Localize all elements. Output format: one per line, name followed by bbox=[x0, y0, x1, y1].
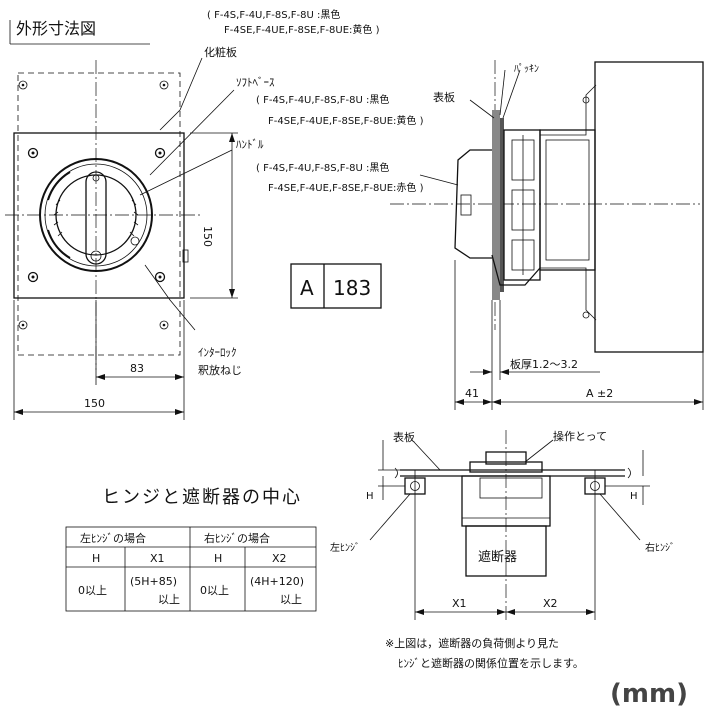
dim-width-150: 150 bbox=[84, 397, 105, 410]
svg-text:( F-4S,F-4U,F-8S,F-8U :黒色: ( F-4S,F-4U,F-8S,F-8U :黒色 bbox=[256, 93, 389, 106]
svg-text:ｲﾝﾀｰﾛｯｸ: ｲﾝﾀｰﾛｯｸ bbox=[198, 346, 237, 359]
side-view bbox=[390, 60, 704, 410]
table-cell-x1-suffix: 以上 bbox=[158, 593, 180, 606]
handle-label: ﾊﾝﾄﾞﾙ bbox=[236, 138, 264, 151]
depth-code-box: A 183 bbox=[290, 263, 382, 309]
svg-text:※上図は，遮断器の負荷側より見た: ※上図は，遮断器の負荷側より見た bbox=[385, 636, 559, 650]
front-view bbox=[5, 60, 238, 420]
table-header-left: 左ﾋﾝｼﾞの場合 bbox=[80, 531, 146, 545]
dim-depth-a: A ±2 bbox=[586, 387, 613, 400]
breaker-label: 遮断器 bbox=[478, 549, 517, 565]
cover-plate-label: 化粧板 bbox=[204, 45, 237, 59]
soft-base-label: ｿﾌﾄﾍﾞｰｽ bbox=[236, 76, 275, 89]
dim-h-left: H bbox=[366, 491, 374, 502]
svg-text:ﾋﾝｼﾞと遮断器の関係位置を示します。: ﾋﾝｼﾞと遮断器の関係位置を示します。 bbox=[398, 656, 584, 670]
section-title: ヒンジと遮断器の中心 bbox=[102, 487, 302, 508]
table-cell-x2-suffix: 以上 bbox=[280, 593, 302, 606]
left-hinge-label: 左ﾋﾝｼﾞ bbox=[330, 541, 360, 554]
svg-text:F-4SE,F-4UE,F-8SE,F-8UE:黄色 ): F-4SE,F-4UE,F-8SE,F-8UE:黄色 ) bbox=[268, 114, 424, 127]
dim-x2: X2 bbox=[543, 597, 558, 610]
table-cell-h-right: 0以上 bbox=[200, 584, 229, 597]
packing-label: ﾊﾟｯｷﾝ bbox=[514, 63, 539, 75]
table-header-right: 右ﾋﾝｼﾞの場合 bbox=[204, 531, 270, 545]
dim-depth-41: 41 bbox=[465, 387, 479, 400]
soft-base-color-note: ( F-4S,F-4U,F-8S,F-8U :黒色 F-4SE,F-4UE,F-… bbox=[256, 93, 424, 127]
front-plate-label: 表板 bbox=[433, 90, 455, 104]
dim-plate-thickness: 板厚1.2～3.2 bbox=[510, 357, 578, 371]
dim-offset-83: 83 bbox=[130, 362, 144, 375]
table-sub-h-right: H bbox=[214, 552, 222, 565]
table-cell-x1: (5H+85) bbox=[130, 575, 177, 588]
leader-lines-front bbox=[139, 57, 235, 331]
handle-color-note: ( F-4S,F-4U,F-8S,F-8U :黒色 F-4SE,F-4UE,F-… bbox=[256, 161, 424, 194]
interlock-label: ｲﾝﾀｰﾛｯｸ 釈放ねじ bbox=[198, 346, 242, 377]
svg-text:F-4SE,F-4UE,F-8SE,F-8UE:赤色 ): F-4SE,F-4UE,F-8SE,F-8UE:赤色 ) bbox=[268, 181, 424, 194]
svg-text:外形寸法図: 外形寸法図 bbox=[16, 19, 96, 38]
table-cell-x2: (4H+120) bbox=[250, 575, 304, 588]
table-sub-x2: X2 bbox=[272, 552, 287, 565]
knob-ribs bbox=[53, 199, 139, 237]
svg-text:F-4SE,F-4UE,F-8SE,F-8UE:黄色 ): F-4SE,F-4UE,F-8SE,F-8UE:黄色 ) bbox=[224, 23, 380, 36]
operate-handle-label: 操作とって bbox=[553, 429, 607, 443]
table-cell-h-left: 0以上 bbox=[78, 584, 107, 597]
table-sub-x1: X1 bbox=[150, 552, 165, 565]
svg-text:釈放ねじ: 釈放ねじ bbox=[198, 363, 242, 377]
drawing-title: 外形寸法図 bbox=[9, 19, 150, 45]
svg-text:A: A bbox=[300, 276, 314, 300]
screw-icon bbox=[18, 80, 169, 330]
position-note: ※上図は，遮断器の負荷側より見た ﾋﾝｼﾞと遮断器の関係位置を示します。 bbox=[385, 636, 584, 670]
dim-h-right: H bbox=[630, 491, 638, 502]
svg-text:( F-4S,F-4U,F-8S,F-8U :黒色: ( F-4S,F-4U,F-8S,F-8U :黒色 bbox=[207, 8, 340, 21]
dim-height-150: 150 bbox=[201, 226, 214, 247]
table-sub-h-left: H bbox=[92, 552, 100, 565]
cover-color-note: ( F-4S,F-4U,F-8S,F-8U :黒色 F-4SE,F-4UE,F-… bbox=[207, 8, 380, 36]
svg-text:( F-4S,F-4U,F-8S,F-8U :黒色: ( F-4S,F-4U,F-8S,F-8U :黒色 bbox=[256, 161, 389, 174]
hinge-table bbox=[65, 526, 317, 612]
bottom-front-plate-label: 表板 bbox=[393, 430, 415, 444]
unit-label: (mm) bbox=[610, 679, 688, 709]
svg-text:183: 183 bbox=[333, 276, 371, 300]
hinge-diagram bbox=[369, 430, 650, 620]
right-hinge-label: 右ﾋﾝｼﾞ bbox=[645, 541, 675, 554]
dim-x1: X1 bbox=[452, 597, 467, 610]
